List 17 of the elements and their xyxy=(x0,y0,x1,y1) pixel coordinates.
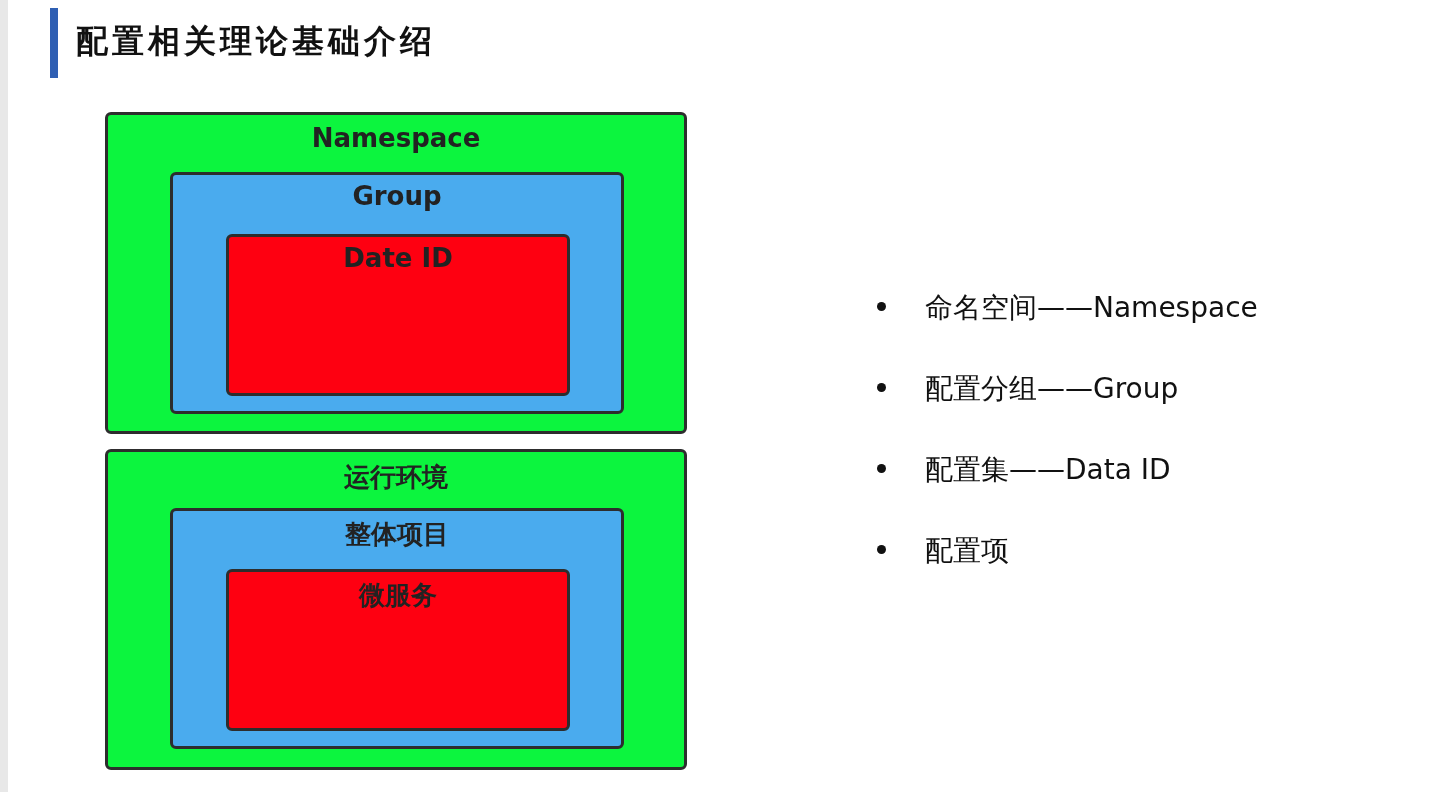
box-heading: 微服务 xyxy=(357,579,438,612)
group-box xyxy=(170,508,624,749)
box-heading: 整体项目 xyxy=(344,518,450,551)
box-heading: Date ID xyxy=(342,243,454,273)
box-heading: Group xyxy=(351,181,443,211)
bullet-text: 配置项 xyxy=(925,533,1009,569)
namespace-box xyxy=(105,112,687,434)
data-box xyxy=(226,234,570,396)
bullet-text: 命名空间——Namespace xyxy=(925,290,1258,326)
data-box xyxy=(226,569,570,731)
bullet-text: 配置分组——Group xyxy=(925,371,1179,407)
box-heading: Namespace xyxy=(310,123,482,153)
namespace-box xyxy=(105,449,687,770)
bullet-text: 配置集——Data ID xyxy=(925,452,1171,488)
group-box xyxy=(170,172,624,414)
slide-title: 配置相关理论基础介绍 xyxy=(76,21,436,62)
box-heading: 运行环境 xyxy=(343,461,449,494)
